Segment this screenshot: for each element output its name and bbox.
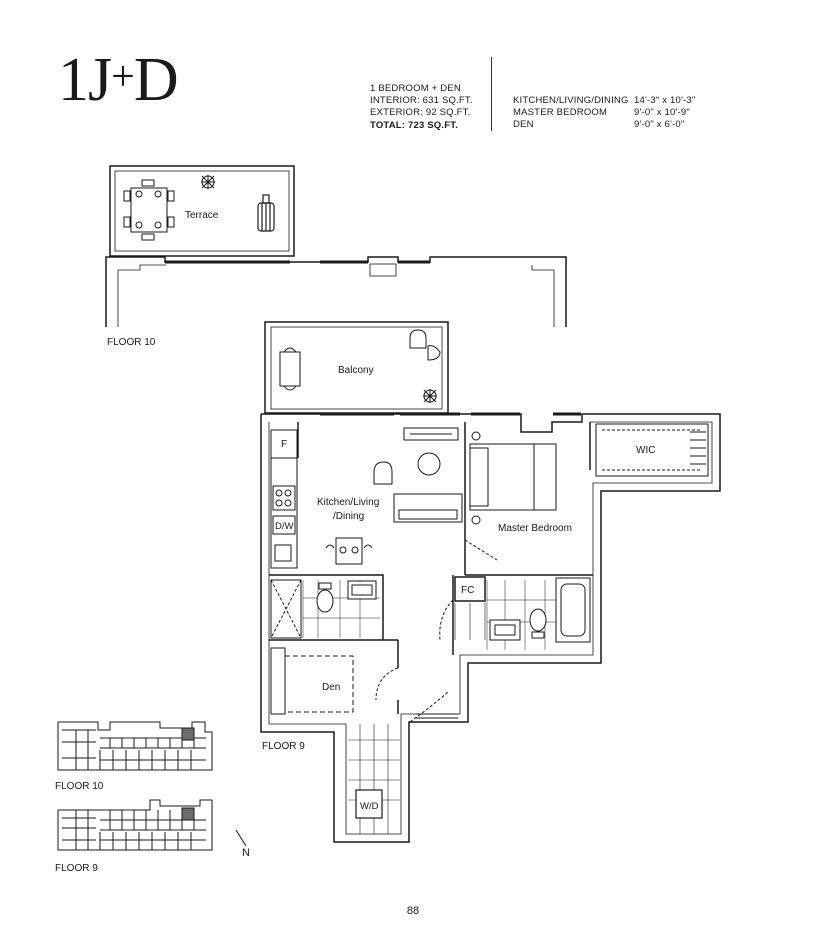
wic-label: WIC — [636, 445, 655, 456]
master-bedroom-label: Master Bedroom — [498, 523, 572, 534]
fc-closet — [439, 576, 486, 641]
bedroom-door — [464, 539, 498, 561]
unit-title: 1J+D — [58, 46, 179, 114]
den — [270, 647, 399, 715]
north-label: N — [242, 847, 250, 859]
keyplan-floor9-label: FLOOR 9 — [55, 863, 98, 874]
floor10-plan-label: FLOOR 10 — [107, 337, 156, 348]
terrace-table-icon — [123, 179, 175, 241]
terrace-label: Terrace — [185, 210, 219, 221]
fridge-label: F — [281, 439, 287, 450]
unit-type: 1 BEDROOM + DEN — [370, 83, 461, 94]
balcony-table-icon — [279, 347, 301, 391]
dishwasher-label: D/W — [275, 521, 294, 532]
kitchen-label-line1: Kitchen/Living — [317, 497, 379, 508]
room-sizes: 14'-3" x 10'-3" 9'-0" x 10'-9" 9'-0" x 6… — [634, 95, 695, 132]
bathroom-1 — [270, 579, 380, 639]
den-label: Den — [322, 682, 340, 693]
unit-specs: 1 BEDROOM + DEN INTERIOR: 631 SQ.FT. EXT… — [370, 83, 473, 132]
room-names: KITCHEN/LIVING/DINING MASTER BEDROOM DEN — [513, 95, 629, 132]
keyplan-floor10 — [57, 721, 213, 771]
spec-divider — [491, 57, 492, 131]
wd-label: W/D — [360, 801, 379, 812]
laundry-corridor — [348, 724, 400, 834]
wic — [595, 423, 709, 477]
room-size: 14'-3" x 10'-3" — [634, 95, 696, 106]
interior-walls — [269, 422, 593, 714]
page-number: 88 — [406, 905, 420, 917]
bathroom-2 — [486, 577, 591, 650]
floor10-outline — [105, 256, 567, 327]
plant-icon — [201, 175, 215, 189]
room-name: DEN — [513, 119, 534, 131]
balcony-label: Balcony — [338, 365, 374, 376]
interior-area: INTERIOR: 631 SQ.FT. — [370, 95, 473, 107]
exterior-area: EXTERIOR: 92 SQ.FT. — [370, 107, 471, 119]
unit-outline — [260, 412, 721, 843]
unit-name-suffix: D — [133, 46, 179, 114]
kitchen-label-line2: /Dining — [333, 511, 364, 522]
keyplan-floor10-label: FLOOR 10 — [55, 781, 104, 792]
room-size: 9'-0" x 10'-9" — [634, 107, 690, 119]
grill-icon — [257, 194, 275, 232]
entry-door — [409, 691, 458, 723]
terrace — [109, 165, 295, 257]
dining-table-icon — [325, 537, 373, 565]
master-bed-icon — [469, 431, 557, 525]
tv-console-icon — [403, 427, 459, 441]
room-name: KITCHEN/LIVING/DINING — [513, 95, 629, 106]
keyplan-floor9 — [57, 799, 213, 851]
round-table-icon — [417, 452, 441, 476]
floor9-plan-label: FLOOR 9 — [262, 741, 305, 752]
fc-label: FC — [461, 585, 474, 596]
balcony-chairs-icon — [409, 329, 441, 361]
room-size: 9'-0" x 6'-0" — [634, 119, 685, 131]
unit-name-main: 1J — [58, 46, 112, 114]
armchair-icon — [373, 461, 393, 485]
unit-name-plus: + — [111, 54, 135, 100]
kitchen-counter — [270, 429, 298, 569]
plant-icon — [423, 389, 437, 403]
sofa-icon — [393, 493, 463, 523]
room-name: MASTER BEDROOM — [513, 107, 608, 119]
total-area: TOTAL: 723 SQ.FT. — [370, 119, 459, 131]
north-arrow-icon — [235, 829, 247, 847]
